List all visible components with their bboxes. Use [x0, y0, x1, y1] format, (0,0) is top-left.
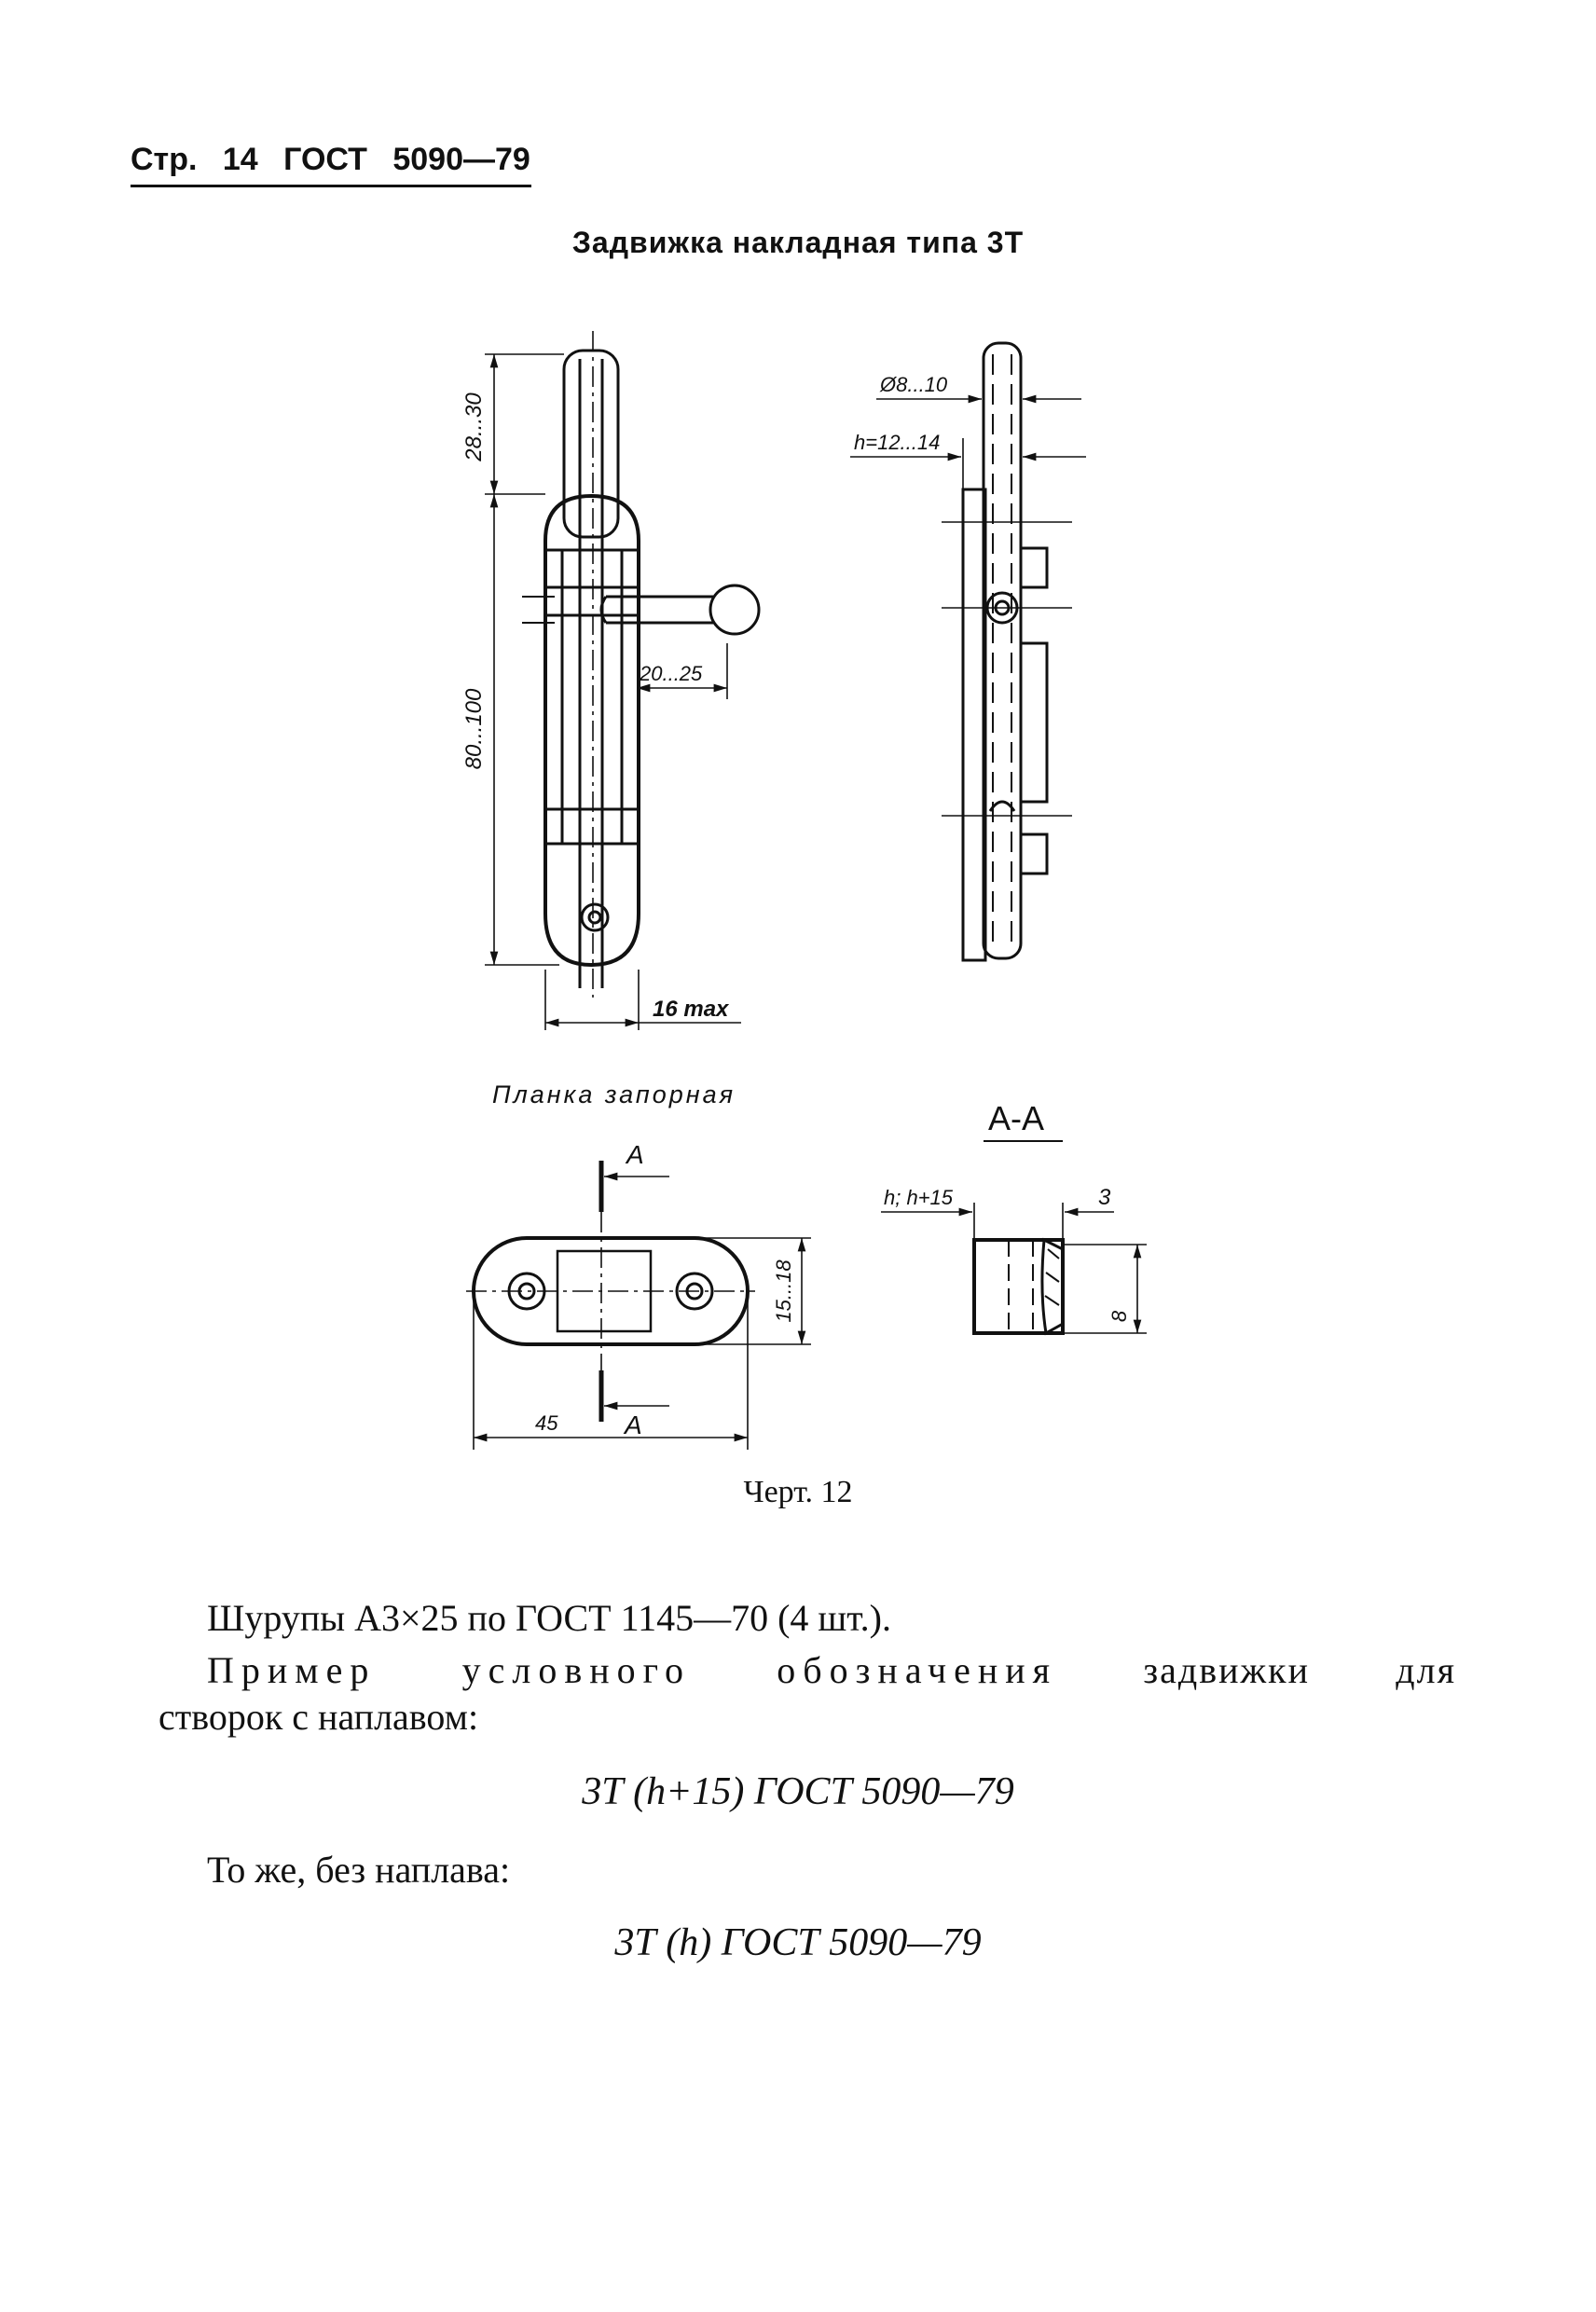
section-marker-bottom: A	[623, 1411, 642, 1439]
example-line-1: Пример условного обозначения задвижки дл…	[207, 1648, 1456, 1692]
page-prefix: Стр.	[131, 142, 198, 177]
dim-body-length	[485, 494, 559, 966]
front-view	[522, 331, 761, 998]
standard-number: 5090—79	[392, 142, 530, 177]
page-header: Стр. 14 ГОСТ 5090—79	[131, 142, 530, 178]
example-word-5: для	[1396, 1649, 1456, 1691]
standard-label: ГОСТ	[283, 142, 367, 177]
example-word-2: условного	[461, 1649, 692, 1691]
figure-caption: Черт. 12	[743, 1475, 853, 1509]
dim-top-length-label: 28...30	[461, 392, 487, 462]
example-line-2: створок с наплавом:	[158, 1696, 479, 1738]
dim-plate-height	[695, 1237, 811, 1345]
dim-plate-length-label: 45	[535, 1411, 558, 1435]
dim-body-length-label: 80...100	[461, 688, 487, 769]
example-word-4: задвижки	[1143, 1649, 1311, 1691]
example-word-1: Пример	[207, 1649, 377, 1691]
drawing-title: Задвижка накладная типа 3Т	[571, 226, 1025, 259]
dim-width-max	[544, 970, 741, 1030]
dim-height-label: h=12...14	[854, 431, 940, 454]
dim-handle	[637, 643, 728, 699]
dim-section-3-label: 3	[1098, 1185, 1111, 1210]
dim-plate-length	[473, 1291, 749, 1450]
section-cut-markers	[598, 1161, 669, 1422]
dim-handle-label: 20...25	[639, 662, 703, 685]
section-marker-top: A	[625, 1140, 644, 1169]
screws-line: Шурупы А3×25 по ГОСТ 1145—70 (4 шт.).	[207, 1597, 892, 1639]
dim-section-8	[1063, 1244, 1147, 1334]
dim-pin-diameter-label: Ø8...10	[879, 373, 948, 396]
page-number: 14	[222, 142, 258, 177]
same-without-line: То же, без наплава:	[207, 1849, 511, 1891]
dim-section-h	[881, 1203, 1114, 1240]
strike-plate-label: Планка запорная	[492, 1080, 736, 1108]
header-rule	[131, 185, 531, 187]
designation-without-overlap: 3Т (h) ГОСТ 5090—79	[614, 1921, 982, 1964]
section-title: A-A	[988, 1099, 1044, 1137]
technical-drawing: 28...30 80...100 20...25 16 max	[461, 331, 1147, 1450]
side-view	[942, 341, 1072, 962]
dim-top-length	[485, 353, 564, 495]
designation-with-overlap: 3Т (h+15) ГОСТ 5090—79	[582, 1770, 1014, 1813]
dim-width-max-label: 16 max	[653, 997, 730, 1022]
dim-section-h-label: h; h+15	[884, 1186, 954, 1209]
dim-height	[850, 438, 1086, 489]
dim-section-8-label: 8	[1108, 1310, 1131, 1322]
dim-plate-height-label: 15...18	[772, 1259, 795, 1323]
section-view	[972, 1237, 1065, 1336]
strike-plate	[466, 1212, 755, 1370]
example-word-3: обозначения	[777, 1649, 1058, 1691]
